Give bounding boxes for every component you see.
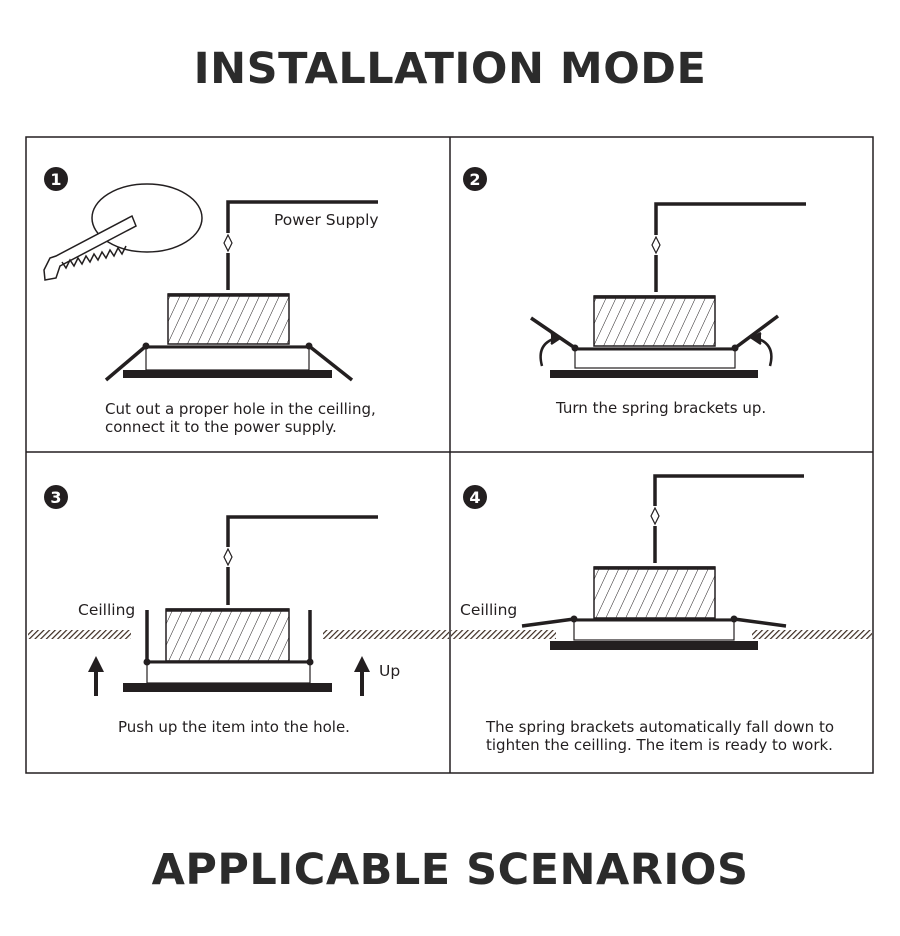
step-1-panel: 1 Power Supply Cut out a proper hole in (43, 167, 379, 436)
step-3-caption: Push up the item into the hole. (118, 718, 350, 736)
up-arrow-icon (88, 656, 370, 696)
svg-text:1: 1 (50, 170, 61, 189)
applicable-scenarios-title: APPLICABLE SCENARIOS (151, 845, 749, 895)
step-number-badge: 1 (44, 167, 68, 191)
ceiling (451, 630, 872, 639)
installation-mode-title: INSTALLATION MODE (193, 44, 707, 94)
power-wire (654, 202, 806, 292)
svg-text:3: 3 (50, 488, 61, 507)
power-wire (226, 515, 378, 605)
power-wire (226, 200, 378, 290)
downlight-fixture (530, 295, 780, 378)
step-number-badge: 4 (463, 485, 487, 509)
step-2-caption: Turn the spring brackets up. (555, 399, 766, 417)
up-label: Up (379, 662, 400, 680)
panel-grid (25, 136, 874, 774)
step-4-panel: 4 Ceilling The spring brackets automatic… (451, 474, 872, 754)
step-4-caption: The spring brackets automatically fall d… (485, 718, 834, 736)
downlight-fixture (521, 566, 787, 650)
curved-arrow-icon (539, 331, 773, 367)
step-3-panel: 3 Ceilling Up Push (28, 485, 449, 736)
step-1-caption-2: connect it to the power supply. (105, 418, 337, 436)
step-2-panel: 2 Turn the spring brackets up. (463, 167, 806, 417)
ceiling (28, 630, 449, 639)
step-number-badge: 2 (463, 167, 487, 191)
step-4-caption-2: tighten the ceilling. The item is ready … (486, 736, 833, 754)
downlight-fixture (104, 293, 354, 382)
power-wire (653, 474, 804, 563)
downlight-fixture (123, 608, 332, 692)
saw-icon (43, 183, 203, 281)
svg-text:4: 4 (469, 488, 480, 507)
ceiling-label: Ceilling (460, 601, 517, 619)
ceiling-label: Ceilling (78, 601, 135, 619)
step-1-caption: Cut out a proper hole in the ceilling, (105, 400, 376, 418)
svg-text:2: 2 (469, 170, 480, 189)
step-number-badge: 3 (44, 485, 68, 509)
power-supply-label: Power Supply (274, 211, 379, 229)
